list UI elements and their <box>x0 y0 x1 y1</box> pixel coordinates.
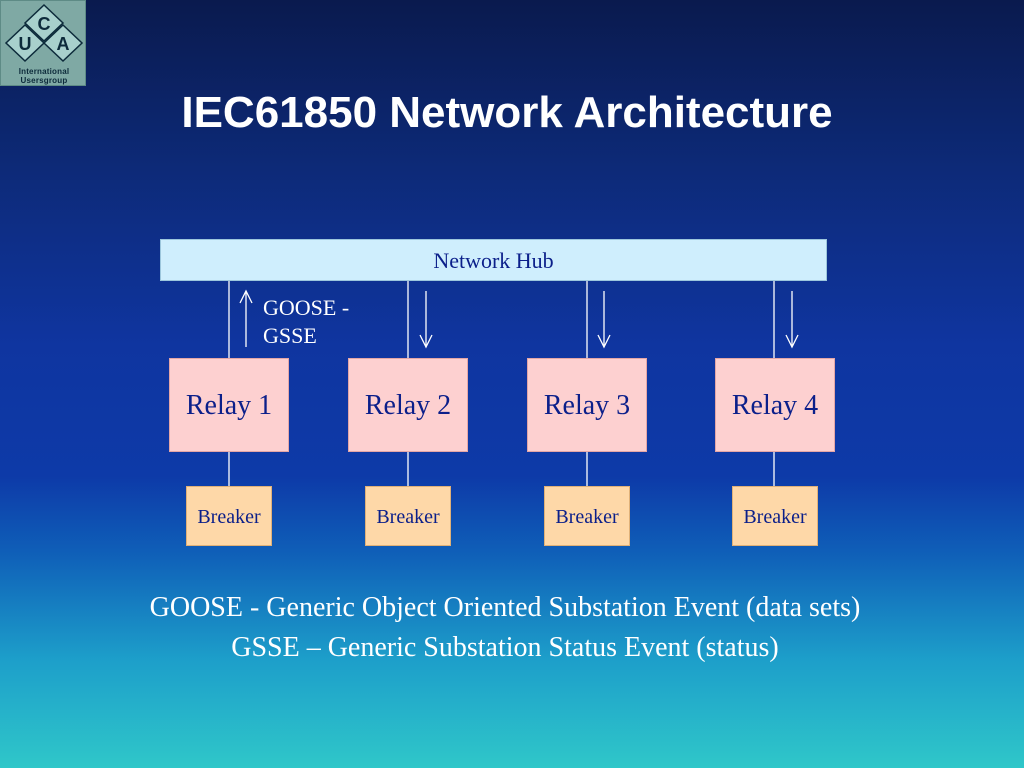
relay-1: Relay 1 <box>169 358 289 452</box>
legend: GOOSE - Generic Object Oriented Substati… <box>0 588 1010 668</box>
goose-up-arrow-head <box>239 289 253 304</box>
breaker-3: Breaker <box>544 486 630 546</box>
legend-goose-definition: GOOSE - Generic Object Oriented Substati… <box>149 592 861 623</box>
logo-line-1: International <box>18 67 70 76</box>
cua-logo: C U A International Usersgroup <box>0 0 86 86</box>
breaker-4: Breaker <box>732 486 818 546</box>
logo-letter-c: C <box>38 14 51 34</box>
breaker-1: Breaker <box>186 486 272 546</box>
down-arrow-relay4-head <box>785 334 799 349</box>
breaker-2: Breaker <box>365 486 451 546</box>
goose-label-line1: GOOSE - <box>263 295 350 320</box>
slide-title: IEC61850 Network Architecture <box>181 88 833 137</box>
legend-gsse-definition: GSSE – Generic Substation Status Event (… <box>231 632 779 663</box>
network-hub: Network Hub <box>160 239 827 281</box>
down-arrow-relay2-head <box>419 334 433 349</box>
relay-2: Relay 2 <box>348 358 468 452</box>
logo-line-2: Usersgroup <box>20 76 68 85</box>
logo-letter-a: A <box>57 34 70 54</box>
cua-logo-graphic: C U A <box>4 3 84 63</box>
down-arrow-relay3-head <box>597 334 611 349</box>
goose-gsse-label: GOOSE - GSSE <box>263 294 373 350</box>
relay-3: Relay 3 <box>527 358 647 452</box>
goose-label-line2: GSSE <box>263 323 317 348</box>
logo-letter-u: U <box>19 34 32 54</box>
relay-4: Relay 4 <box>715 358 835 452</box>
